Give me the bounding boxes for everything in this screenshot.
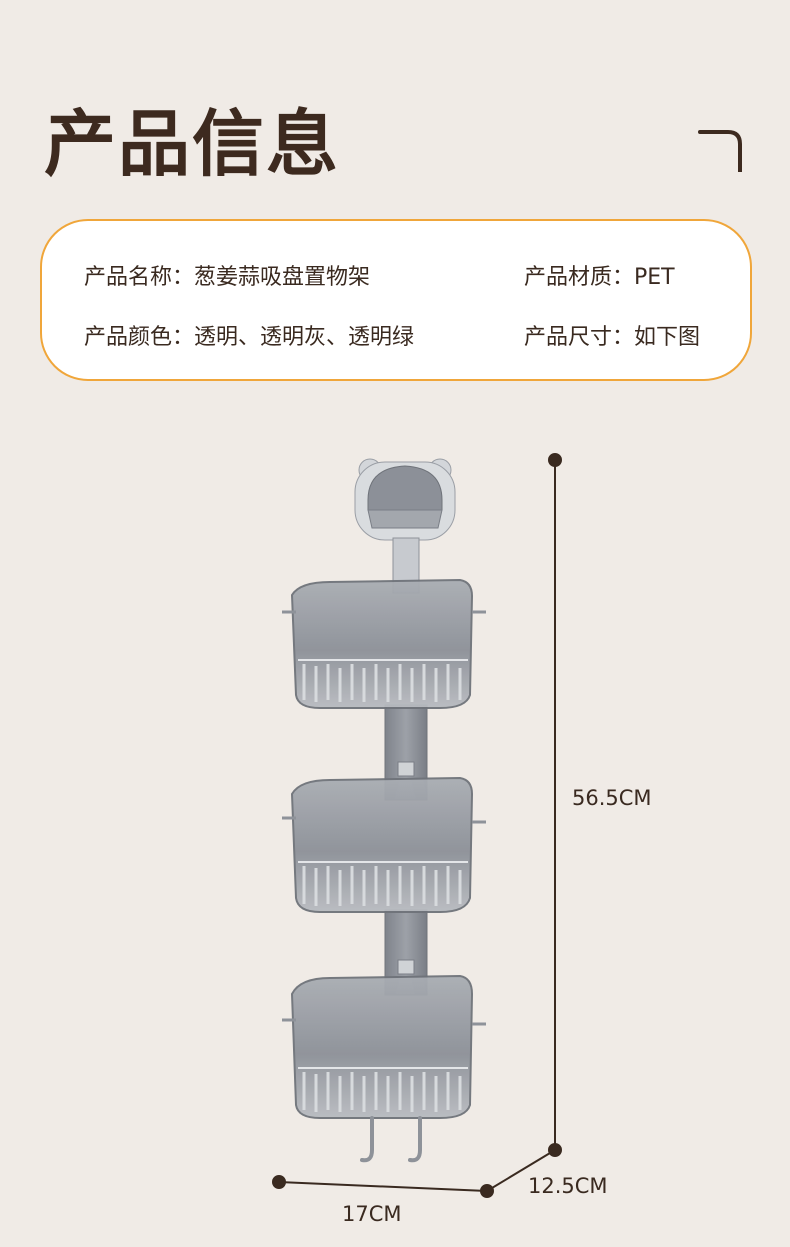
width-dimension-label: 17CM xyxy=(342,1202,402,1226)
product-size-label: 产品尺寸： xyxy=(524,325,635,350)
height-dimension-label: 56.5CM xyxy=(572,786,652,810)
product-material-label: 产品材质： xyxy=(524,265,635,290)
product-color-row: 产品颜色：透明、透明灰、透明绿 xyxy=(84,319,414,351)
product-material-value: PET xyxy=(634,265,675,290)
page-title: 产品信息 xyxy=(44,102,341,186)
product-name-value: 葱姜蒜吸盘置物架 xyxy=(194,265,371,290)
basket-tier-1 xyxy=(282,578,486,709)
product-material-row: 产品材质：PET xyxy=(524,259,675,291)
product-color-label: 产品颜色： xyxy=(84,325,195,350)
product-size-row: 产品尺寸：如下图 xyxy=(524,319,700,351)
basket-tier-2 xyxy=(282,776,486,913)
depth-dimension-label: 12.5CM xyxy=(528,1174,608,1198)
product-size-value: 如下图 xyxy=(634,325,701,350)
product-info-card: 产品名称：葱姜蒜吸盘置物架 产品材质：PET 产品颜色：透明、透明灰、透明绿 产… xyxy=(40,219,752,381)
bottom-hooks xyxy=(360,1116,422,1163)
product-name-row: 产品名称：葱姜蒜吸盘置物架 xyxy=(84,259,370,291)
basket-tier-3 xyxy=(282,974,486,1119)
product-name-label: 产品名称： xyxy=(84,265,195,290)
product-color-value: 透明、透明灰、透明绿 xyxy=(194,325,415,350)
dimension-lines xyxy=(272,453,562,1198)
corner-bracket-icon xyxy=(698,130,742,172)
suction-cup xyxy=(354,458,456,541)
